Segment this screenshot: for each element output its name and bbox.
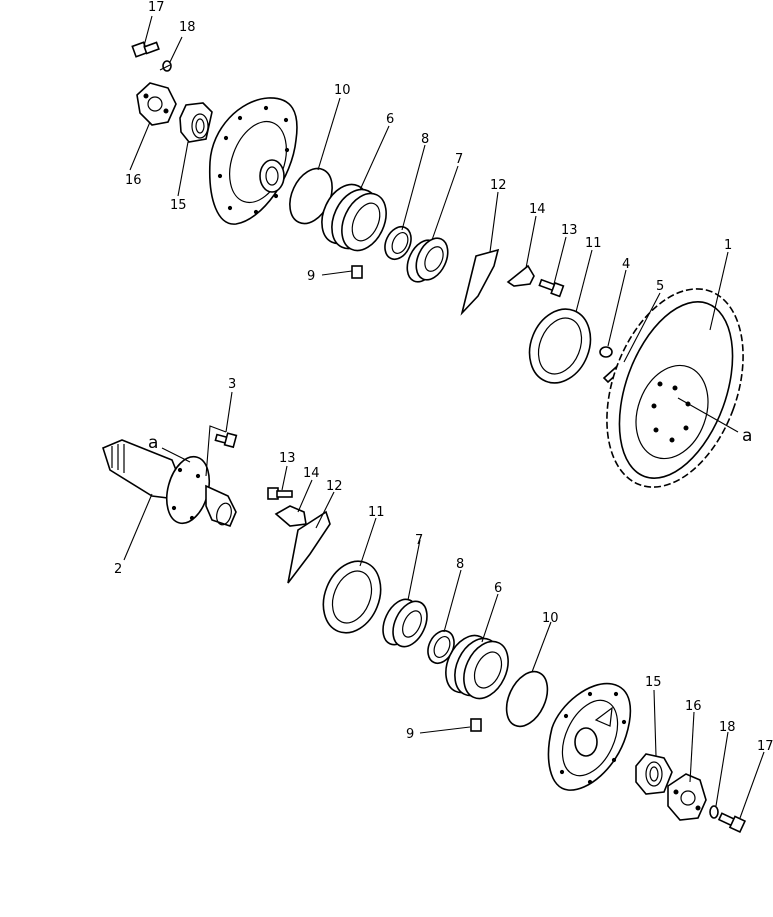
callout-12-top: 12 <box>490 178 507 193</box>
seal-6-bottom <box>445 634 509 700</box>
housing-flange-bottom <box>547 682 632 791</box>
nut-15-bottom <box>635 753 673 795</box>
clip-14-bottom <box>274 505 307 527</box>
callout-6-top: 6 <box>386 112 394 127</box>
bolt-17-top <box>131 41 160 58</box>
callout-14-bottom: 14 <box>303 466 320 481</box>
cover-plate-16-bottom <box>667 773 707 821</box>
callout-17-top: 17 <box>148 0 165 15</box>
housing-flange-top <box>208 97 298 225</box>
nut-4 <box>599 346 613 358</box>
plug-9-bottom <box>470 718 482 732</box>
callout-3: 3 <box>228 377 236 392</box>
callout-8-top: 8 <box>421 132 429 147</box>
callout-8-bottom: 8 <box>456 557 464 572</box>
bearing-7-bottom <box>382 598 428 648</box>
lock-nut-11-bottom <box>322 560 382 634</box>
callout-1: 1 <box>724 238 732 253</box>
reference-a-right: a <box>742 426 752 446</box>
cover-plate-16-top <box>136 82 177 126</box>
bearing-7-top <box>406 237 449 283</box>
lock-plate-12-bottom <box>287 510 331 584</box>
callout-12-bottom: 12 <box>326 479 343 494</box>
callout-10-bottom: 10 <box>542 611 559 626</box>
callout-13-top: 13 <box>561 223 578 238</box>
callout-14-top: 14 <box>529 202 546 217</box>
callout-10-top: 10 <box>334 83 351 98</box>
spacer-ring-8-top <box>384 225 412 261</box>
callout-18-top: 18 <box>179 20 196 35</box>
callout-6-bottom: 6 <box>494 581 502 596</box>
bolt-13-top <box>538 278 565 298</box>
callout-15-bottom: 15 <box>645 675 662 690</box>
callout-2: 2 <box>114 562 122 577</box>
callout-9-bottom: 9 <box>406 727 414 742</box>
plug-9-top <box>351 265 363 279</box>
callout-16-bottom: 16 <box>685 699 702 714</box>
callout-4: 4 <box>622 257 630 272</box>
leader-lines <box>123 15 765 819</box>
callout-7-top: 7 <box>455 152 463 167</box>
bolt-17-bottom <box>717 812 747 834</box>
callout-18-bottom: 18 <box>719 720 736 735</box>
callout-9-top: 9 <box>307 269 315 284</box>
callout-16-top: 16 <box>125 173 142 188</box>
reference-a-left: a <box>148 433 158 453</box>
bolt-3 <box>214 432 238 449</box>
washer-18-bottom <box>709 805 719 819</box>
callout-7-bottom: 7 <box>415 533 423 548</box>
nut-15-top <box>179 102 213 143</box>
bolt-13-bottom <box>267 487 293 500</box>
lock-plate-12-top <box>460 248 500 316</box>
callout-13-bottom: 13 <box>279 451 296 466</box>
callout-5: 5 <box>656 279 664 294</box>
bevel-gear-1 <box>606 288 744 488</box>
callout-17-bottom: 17 <box>757 739 773 754</box>
pinion-shaft-2 <box>102 439 237 527</box>
callout-11-bottom: 11 <box>368 505 385 520</box>
callout-11-top: 11 <box>585 236 602 251</box>
lock-nut-11-top <box>528 308 592 384</box>
o-ring-10-bottom <box>505 670 549 728</box>
callout-15-top: 15 <box>170 198 187 213</box>
clip-14-top <box>506 264 535 287</box>
seal-6-top <box>321 183 387 252</box>
